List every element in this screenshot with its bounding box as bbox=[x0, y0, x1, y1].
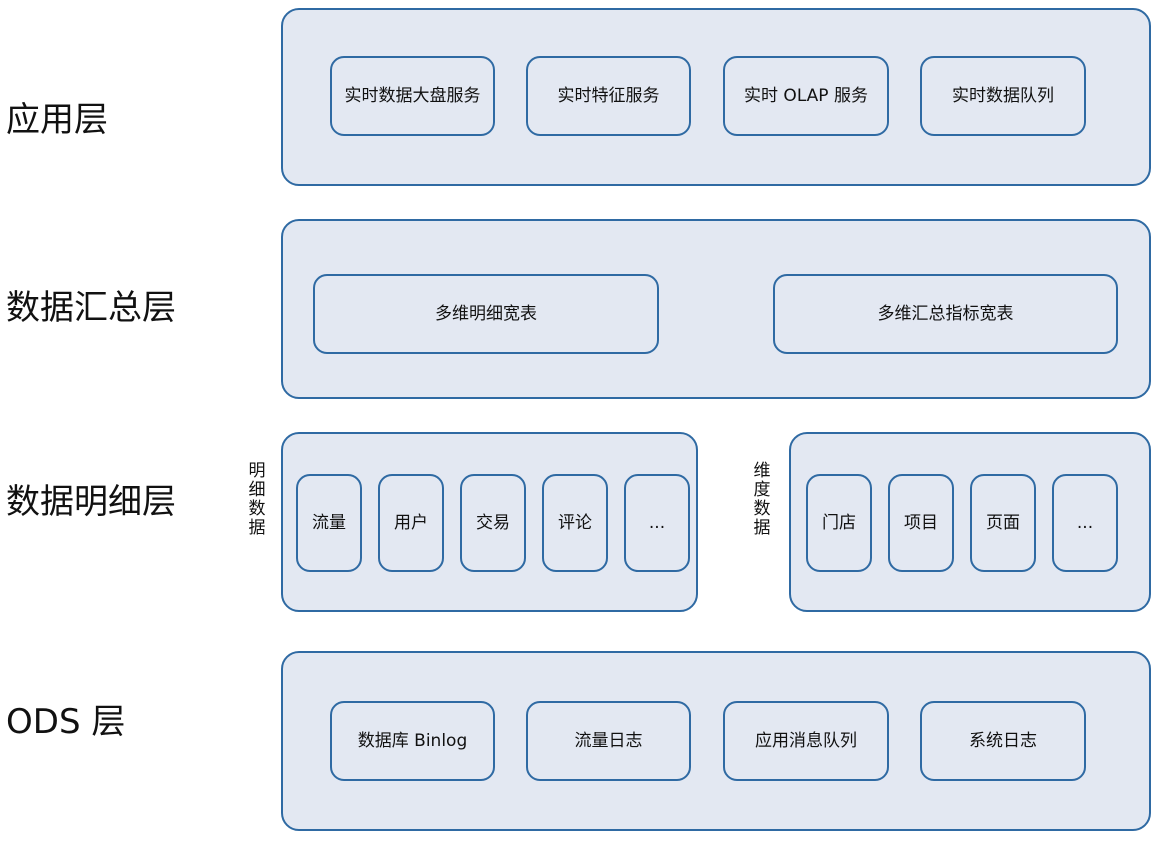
dimension-item-more: ... bbox=[1052, 474, 1118, 572]
detail-item-user: 用户 bbox=[378, 474, 444, 572]
detail-item-transaction: 交易 bbox=[460, 474, 526, 572]
ods-item-database-binlog: 数据库 Binlog bbox=[330, 701, 495, 781]
app-item-data-queue: 实时数据队列 bbox=[920, 56, 1086, 136]
layer-label-ods: ODS 层 bbox=[6, 702, 126, 742]
ods-item-traffic-log: 流量日志 bbox=[526, 701, 691, 781]
layer-label-detail: 数据明细层 bbox=[6, 482, 176, 522]
detail-data-vertical-label: 明 细 数 据 bbox=[248, 461, 266, 538]
layer-label-summary: 数据汇总层 bbox=[6, 288, 176, 328]
app-item-olap-service: 实时 OLAP 服务 bbox=[723, 56, 889, 136]
app-item-dashboard-service: 实时数据大盘服务 bbox=[330, 56, 495, 136]
dimension-item-store: 门店 bbox=[806, 474, 872, 572]
ods-item-app-message-queue: 应用消息队列 bbox=[723, 701, 889, 781]
detail-item-comment: 评论 bbox=[542, 474, 608, 572]
summary-item-detail-wide-table: 多维明细宽表 bbox=[313, 274, 659, 354]
detail-item-traffic: 流量 bbox=[296, 474, 362, 572]
summary-item-metric-wide-table: 多维汇总指标宽表 bbox=[773, 274, 1118, 354]
app-item-feature-service: 实时特征服务 bbox=[526, 56, 691, 136]
layer-label-app: 应用层 bbox=[6, 100, 108, 140]
dimension-data-vertical-label: 维 度 数 据 bbox=[753, 461, 771, 538]
dimension-item-project: 项目 bbox=[888, 474, 954, 572]
dimension-item-page: 页面 bbox=[970, 474, 1036, 572]
detail-item-more: ... bbox=[624, 474, 690, 572]
ods-item-system-log: 系统日志 bbox=[920, 701, 1086, 781]
